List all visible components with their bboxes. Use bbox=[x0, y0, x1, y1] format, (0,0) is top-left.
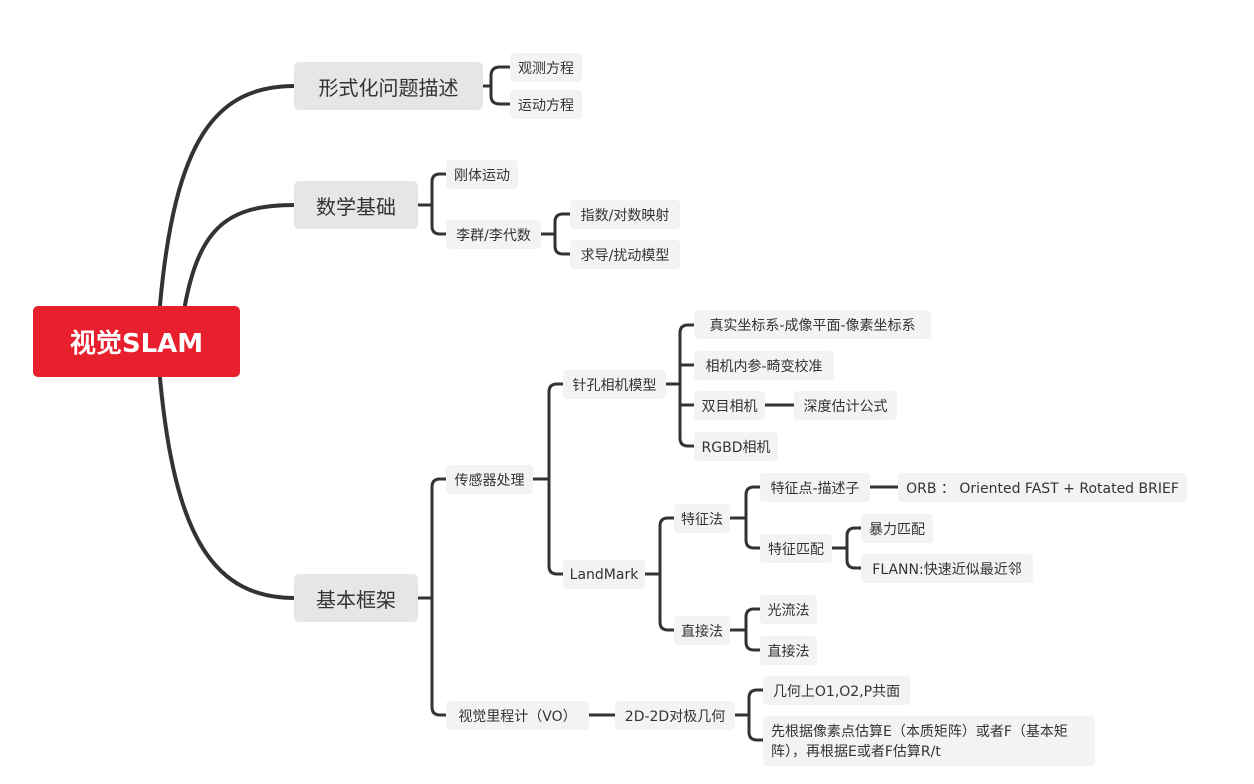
topic-optical-flow[interactable]: 光流法 bbox=[760, 595, 817, 624]
topic-epipolar-geometry[interactable]: 2D-2D对极几何 bbox=[615, 701, 735, 730]
topic-pinhole-camera[interactable]: 针孔相机模型 bbox=[563, 370, 666, 399]
topic-direct-method-leaf[interactable]: 直接法 bbox=[760, 636, 817, 665]
topic-motion-equation[interactable]: 运动方程 bbox=[510, 90, 582, 119]
topic-landmark[interactable]: LandMark bbox=[563, 560, 645, 589]
topic-formal-problem[interactable]: 形式化问题描述 bbox=[294, 62, 483, 110]
topic-stereo-camera[interactable]: 双目相机 bbox=[694, 391, 765, 420]
topic-feature-descriptor[interactable]: 特征点-描述子 bbox=[760, 473, 870, 502]
topic-rigid-motion[interactable]: 刚体运动 bbox=[446, 160, 518, 189]
topic-lie-group[interactable]: 李群/李代数 bbox=[446, 220, 541, 249]
topic-direct-method[interactable]: 直接法 bbox=[674, 616, 730, 645]
topic-rgbd-camera[interactable]: RGBD相机 bbox=[694, 432, 778, 461]
topic-brute-force-match[interactable]: 暴力匹配 bbox=[861, 514, 933, 543]
topic-feature-matching[interactable]: 特征匹配 bbox=[760, 534, 832, 563]
edge-root-n3 bbox=[158, 376, 297, 600]
root-node[interactable]: 视觉SLAM bbox=[33, 306, 240, 377]
topic-sensor-processing[interactable]: 传感器处理 bbox=[446, 465, 533, 494]
topic-orb[interactable]: ORB ： Oriented FAST + Rotated BRIEF bbox=[898, 473, 1187, 502]
topic-exp-log-map[interactable]: 指数/对数映射 bbox=[570, 200, 680, 229]
topic-intrinsics-distortion[interactable]: 相机内参-畸变校准 bbox=[694, 351, 834, 380]
topic-feature-method[interactable]: 特征法 bbox=[674, 504, 730, 533]
edge-root-n1 bbox=[158, 84, 297, 307]
topic-observation-equation[interactable]: 观测方程 bbox=[510, 53, 582, 82]
topic-flann[interactable]: FLANN:快速近似最近邻 bbox=[861, 554, 1033, 583]
topic-derivative-perturbation[interactable]: 求导/扰动模型 bbox=[570, 240, 680, 269]
edge-root-n2 bbox=[183, 203, 297, 307]
topic-visual-odometry[interactable]: 视觉里程计（VO） bbox=[446, 701, 589, 730]
topic-math-basics[interactable]: 数学基础 bbox=[294, 181, 418, 229]
topic-basic-framework[interactable]: 基本框架 bbox=[294, 574, 418, 622]
topic-depth-estimation[interactable]: 深度估计公式 bbox=[794, 391, 897, 420]
topic-coplanar[interactable]: 几何上O1,O2,P共面 bbox=[763, 676, 910, 705]
topic-coordinate-systems[interactable]: 真实坐标系-成像平面-像素坐标系 bbox=[694, 310, 931, 339]
topic-estimate-essential-matrix[interactable]: 先根据像素点估算E（本质矩阵）或者F（基本矩阵），再根据E或者F估算R/t bbox=[763, 716, 1095, 766]
